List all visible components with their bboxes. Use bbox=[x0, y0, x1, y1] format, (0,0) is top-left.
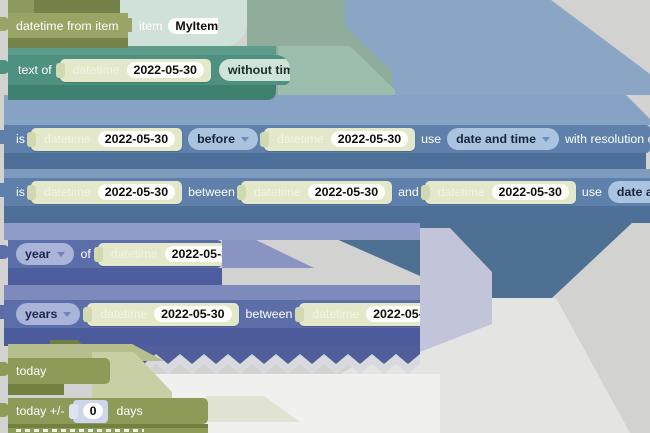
of-label: of bbox=[80, 247, 91, 261]
item-block[interactable]: item MyItem bbox=[132, 13, 218, 38]
blue-band-gap bbox=[4, 169, 650, 178]
cutoff-block-remnant bbox=[8, 428, 208, 433]
use-dropdown[interactable]: date and time bbox=[607, 181, 650, 203]
is-label: is bbox=[16, 132, 25, 146]
text-of-label: text of bbox=[18, 63, 52, 77]
use-label: use bbox=[421, 132, 442, 146]
teal-top-strip bbox=[8, 46, 276, 55]
datetime-block[interactable]: datetime 2022-05-30 bbox=[259, 127, 416, 151]
unit-dropdown[interactable]: years bbox=[16, 303, 81, 325]
left-connector-tab bbox=[0, 130, 9, 144]
between-label: between bbox=[245, 307, 293, 321]
datetime-input[interactable]: 2022-05-30 bbox=[154, 306, 232, 322]
olive-dark-band-2 bbox=[8, 384, 64, 395]
unit-dropdown[interactable]: year bbox=[16, 243, 74, 265]
chevron-down-icon bbox=[63, 312, 72, 321]
datetime-label: datetime bbox=[312, 307, 360, 321]
offset-input[interactable]: 0 bbox=[82, 403, 104, 419]
datetime-from-item-block[interactable]: datetime from item bbox=[8, 13, 128, 38]
is-between-block[interactable]: is datetime 2022-05-30 between datetime … bbox=[4, 178, 650, 206]
is-compare-block[interactable]: is datetime 2022-05-30 before datetime 2… bbox=[4, 125, 650, 153]
datetime-block[interactable]: datetime 2022-05-30 bbox=[295, 302, 420, 326]
datetime-label: datetime bbox=[437, 185, 485, 199]
cutoff-text-tops bbox=[16, 429, 144, 432]
indigo-dark-band-1 bbox=[8, 268, 222, 285]
datetime-block[interactable]: datetime 2022-05-30 bbox=[420, 180, 576, 204]
datetime-block[interactable]: datetime 2022-05-30 bbox=[93, 242, 222, 266]
datetime-input[interactable]: 2022-05-30 bbox=[307, 184, 386, 200]
item-label: item bbox=[139, 18, 163, 33]
text-of-block[interactable]: text of datetime 2022-05-30 without time bbox=[8, 55, 290, 85]
indigo-bottom-band bbox=[4, 328, 420, 346]
today-block[interactable]: today bbox=[8, 358, 110, 384]
is-label: is bbox=[16, 185, 25, 199]
datetime-label: datetime bbox=[100, 307, 148, 321]
olive-dark-band bbox=[8, 38, 128, 48]
datetime-input[interactable]: 2022-05-30 bbox=[164, 246, 222, 262]
left-connector-tab bbox=[0, 403, 9, 417]
periwinkle-wedge bbox=[222, 240, 314, 268]
item-connector-tab bbox=[126, 18, 135, 32]
left-connector-tab bbox=[0, 183, 9, 197]
format-dropdown[interactable]: without time bbox=[218, 59, 290, 81]
item-name-field[interactable]: MyItem bbox=[168, 17, 218, 34]
datetime-label: datetime bbox=[253, 185, 301, 199]
datetime-block[interactable]: datetime 2022-05-30 bbox=[236, 180, 393, 204]
periwinkle-band bbox=[4, 223, 420, 240]
today-offset-label: today +/- bbox=[16, 404, 65, 418]
datetime-input[interactable]: 2022-05-30 bbox=[97, 131, 176, 147]
datetime-input[interactable]: 2022-05-30 bbox=[330, 131, 409, 147]
indigo-gap-band bbox=[4, 285, 420, 300]
datetime-label: datetime bbox=[43, 132, 91, 146]
datetime-label: datetime bbox=[43, 185, 91, 199]
datetime-input[interactable]: 2022-05-30 bbox=[97, 184, 176, 200]
between-label: between bbox=[188, 185, 235, 199]
left-connector-tab bbox=[0, 17, 9, 31]
olive-cut-dark-strip bbox=[8, 424, 208, 428]
unit-of-datetime-block[interactable]: year of datetime 2022-05-30 bbox=[8, 240, 222, 268]
units-between-block[interactable]: years datetime 2022-05-30 between dateti… bbox=[4, 300, 420, 328]
left-connector-tab bbox=[0, 305, 9, 319]
blue-band-upper bbox=[4, 95, 650, 125]
operator-dropdown[interactable]: before bbox=[188, 128, 258, 150]
use-label: use bbox=[581, 185, 602, 199]
today-label: today bbox=[16, 364, 47, 378]
teal-dark-band bbox=[8, 85, 276, 100]
datetime-block[interactable]: datetime 2022-05-30 bbox=[26, 127, 183, 151]
today-offset-block[interactable]: today +/- 0 days bbox=[8, 398, 208, 424]
datetime-label: datetime bbox=[276, 132, 324, 146]
datetime-from-item-label: datetime from item bbox=[16, 18, 119, 33]
datetime-input[interactable]: 2022-05-30 bbox=[491, 184, 569, 200]
left-connector-tab bbox=[0, 362, 9, 376]
number-block[interactable]: 0 bbox=[68, 399, 109, 423]
and-label: and bbox=[398, 185, 419, 199]
datetime-label: datetime bbox=[110, 247, 158, 261]
datetime-input[interactable]: 2022-05-30 bbox=[366, 306, 420, 322]
datetime-block[interactable]: datetime 2022-05-30 bbox=[83, 302, 239, 326]
chevron-down-icon bbox=[240, 137, 249, 146]
blue-dark-band-1 bbox=[4, 153, 646, 169]
left-connector-tab bbox=[0, 245, 9, 259]
days-label: days bbox=[116, 404, 143, 418]
chevron-down-icon bbox=[56, 252, 65, 261]
use-dropdown[interactable]: date and time bbox=[447, 128, 559, 150]
datetime-input[interactable]: 2022-05-30 bbox=[126, 62, 204, 78]
resolution-label: with resolution of bbox=[564, 132, 650, 146]
datetime-block[interactable]: datetime 2022-05-30 bbox=[26, 180, 183, 204]
datetime-block[interactable]: datetime 2022-05-30 bbox=[55, 58, 211, 82]
blue-dark-band-2 bbox=[4, 206, 650, 223]
left-connector-tab bbox=[0, 60, 9, 74]
datetime-label: datetime bbox=[72, 63, 120, 77]
chevron-down-icon bbox=[541, 137, 550, 146]
